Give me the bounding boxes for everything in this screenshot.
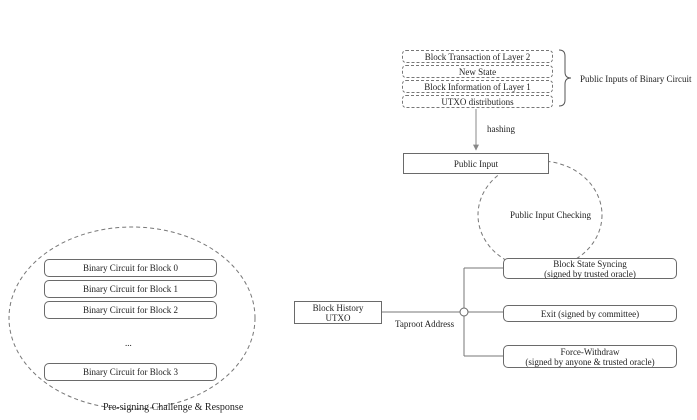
public-inputs-label: Public Inputs of Binary Circuit <box>580 74 692 84</box>
taproot-junction <box>459 307 469 317</box>
branch-exit: Exit (signed by committee) <box>503 305 677 322</box>
public-input-checking-label: Public Input Checking <box>510 210 591 220</box>
block-history-line1: Block History <box>312 302 364 313</box>
circuit-ellipsis: ... <box>125 338 132 348</box>
circuit-block-1: Binary Circuit for Block 1 <box>44 280 217 298</box>
hashing-label: hashing <box>487 124 515 134</box>
public-inputs-group: Block Transaction of Layer 2 New State B… <box>402 50 553 108</box>
branch-withdraw-title: Force-Withdraw <box>560 346 620 357</box>
branch-withdraw-subtitle: (signed by anyone & trusted oracle) <box>525 356 655 367</box>
block-history-line2: UTXO <box>325 312 351 323</box>
circuit-block-0: Binary Circuit for Block 0 <box>44 259 217 277</box>
block-history-utxo-box: Block History UTXO <box>294 301 382 324</box>
input-new-state: New State <box>402 65 553 78</box>
taproot-address-label: Taproot Address <box>395 319 455 329</box>
input-block-transaction: Block Transaction of Layer 2 <box>402 50 553 63</box>
branch-sync-subtitle: (signed by trusted oracle) <box>544 268 636 279</box>
input-utxo-distributions: UTXO distributions <box>402 95 553 108</box>
branch-force-withdraw: Force-Withdraw (signed by anyone & trust… <box>503 345 677 368</box>
circuit-block-2: Binary Circuit for Block 2 <box>44 301 217 319</box>
pre-signing-ellipse <box>8 226 256 410</box>
circuit-block-3: Binary Circuit for Block 3 <box>44 363 217 381</box>
pre-signing-caption: Pre-signing Challenge & Response <box>103 402 244 413</box>
input-block-information: Block Information of Layer 1 <box>402 80 553 93</box>
branch-exit-title: Exit (signed by committee) <box>540 308 640 319</box>
branch-block-state-syncing: Block State Syncing (signed by trusted o… <box>503 258 677 279</box>
public-input-box: Public Input <box>403 153 549 174</box>
inputs-brace <box>558 49 572 107</box>
branch-sync-title: Block State Syncing <box>553 258 627 269</box>
